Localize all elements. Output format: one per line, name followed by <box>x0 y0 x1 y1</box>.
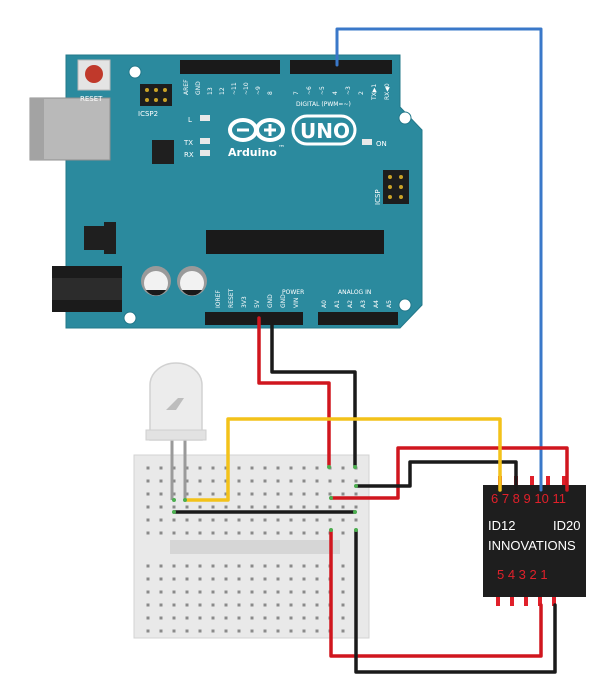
brand-text: Arduino <box>228 146 277 159</box>
led-tx-label: TX <box>183 139 193 147</box>
black-wire-gnd <box>270 316 357 467</box>
red-wire-rfid-11 <box>329 446 569 500</box>
capacitor <box>177 266 207 296</box>
pin-label-5: ~5 <box>319 86 326 95</box>
led-on-label: ON <box>376 140 387 148</box>
rfid-top-pin-numbers: 6 7 8 9 10 11 <box>491 491 566 506</box>
microcontroller-chip <box>206 230 384 254</box>
uno-badge <box>291 114 357 146</box>
analog-header <box>318 312 398 325</box>
pin-label-13: 13 <box>207 87 214 95</box>
rfid-model-left: ID12 <box>488 518 515 533</box>
digital-label: DIGITAL (PWM=~) <box>296 101 351 108</box>
mounting-hole <box>128 65 142 79</box>
pin-label-rx0: RX◀0 <box>384 83 391 100</box>
yellow-wire <box>183 417 502 502</box>
pin-label-a5: A5 <box>386 300 393 308</box>
digital-header-labels: 7 ~6 ~5 4 ~3 2 TX▶1 RX◀0 <box>293 83 391 101</box>
pin-label-ioref: IOREF <box>215 290 222 308</box>
led-tx <box>200 138 210 144</box>
pin-label-gnd1: GND <box>267 294 274 308</box>
voltage-regulator <box>84 226 106 250</box>
led-rx <box>200 150 210 156</box>
pin-label-a2: A2 <box>347 300 354 308</box>
icsp-header <box>383 170 409 204</box>
wires <box>172 27 569 674</box>
pin-label-6: ~6 <box>306 86 313 95</box>
pin-label-7: 7 <box>293 91 300 95</box>
power-header-labels: IOREF RESET 3V3 5V GND GND VIN <box>215 288 300 308</box>
pin-label-4: 4 <box>332 91 339 95</box>
pin-label-a1: A1 <box>334 300 341 308</box>
analog-label: ANALOG IN <box>338 289 371 296</box>
capacitor <box>141 266 171 296</box>
mounting-hole <box>123 311 137 325</box>
pin-label-vin: VIN <box>293 298 300 308</box>
pin-label-aref: AREF <box>183 79 190 95</box>
led-on <box>362 139 372 145</box>
reset-label: RESET <box>80 95 103 103</box>
power-header <box>205 312 303 325</box>
pin-label-2: 2 <box>358 91 365 95</box>
red-wire-5v <box>257 316 331 467</box>
brand-tm: ™ <box>278 144 285 152</box>
pin-label-gnd2: GND <box>280 294 287 308</box>
led-l-label: L <box>188 116 192 124</box>
pin-label-tx1: TX▶1 <box>371 84 378 101</box>
pin-label-a0: A0 <box>321 300 328 308</box>
breadboard <box>133 454 370 639</box>
power-label: POWER <box>282 289 304 296</box>
pin-label-3v3: 3V3 <box>241 296 248 308</box>
analog-header-labels: A0 A1 A2 A3 A4 A5 <box>321 300 393 308</box>
top-left-header <box>180 60 280 74</box>
led-rx-label: RX <box>184 151 194 159</box>
rfid-bottom-pin-numbers: 5 4 3 2 1 <box>497 567 548 582</box>
black-wire-rfid-7 <box>354 460 518 492</box>
pin-label-reset: RESET <box>228 288 235 308</box>
model-text: UNO <box>300 119 350 143</box>
pin-label-12: 12 <box>219 87 226 95</box>
arduino-uno-board: RESET ICSP2 AREF GND 13 12 ~11 ~10 ~9 8 … <box>29 54 423 329</box>
small-chip <box>152 140 174 164</box>
icsp-label: ICSP <box>374 189 382 205</box>
pin-label-3: ~3 <box>345 86 352 95</box>
rfid-model-right: ID20 <box>553 518 580 533</box>
breadboard-center-channel <box>170 540 340 554</box>
pin-label-5v: 5V <box>254 299 261 308</box>
mounting-hole <box>398 298 412 312</box>
icsp2-label: ICSP2 <box>138 110 158 118</box>
rfid-bottom-pins <box>496 594 556 606</box>
pin-label-10: ~10 <box>243 82 250 95</box>
mounting-hole <box>398 111 412 125</box>
rfid-module: 6 7 8 9 10 11 ID12 ID20 INNOVATIONS 5 4 … <box>483 476 586 606</box>
pin-label-11: ~11 <box>231 82 238 95</box>
rfid-maker: INNOVATIONS <box>488 538 576 553</box>
arduino-logo <box>228 118 285 142</box>
blue-wire <box>335 27 543 492</box>
top-left-header-labels: AREF GND 13 12 ~11 ~10 ~9 8 <box>183 79 274 95</box>
pin-label-8: 8 <box>267 91 274 95</box>
white-led <box>145 362 207 500</box>
pin-label-a3: A3 <box>360 300 367 308</box>
black-wire-rfid-1 <box>354 528 557 674</box>
pin-label-gnd: GND <box>195 81 202 95</box>
pin-label-a4: A4 <box>373 300 380 308</box>
wire-endpoints <box>172 465 358 532</box>
led-l <box>200 115 210 121</box>
icsp2-header <box>140 84 172 106</box>
digital-header <box>290 60 392 74</box>
pin-label-9: ~9 <box>255 86 262 95</box>
red-wire-rfid-2 <box>329 528 543 658</box>
